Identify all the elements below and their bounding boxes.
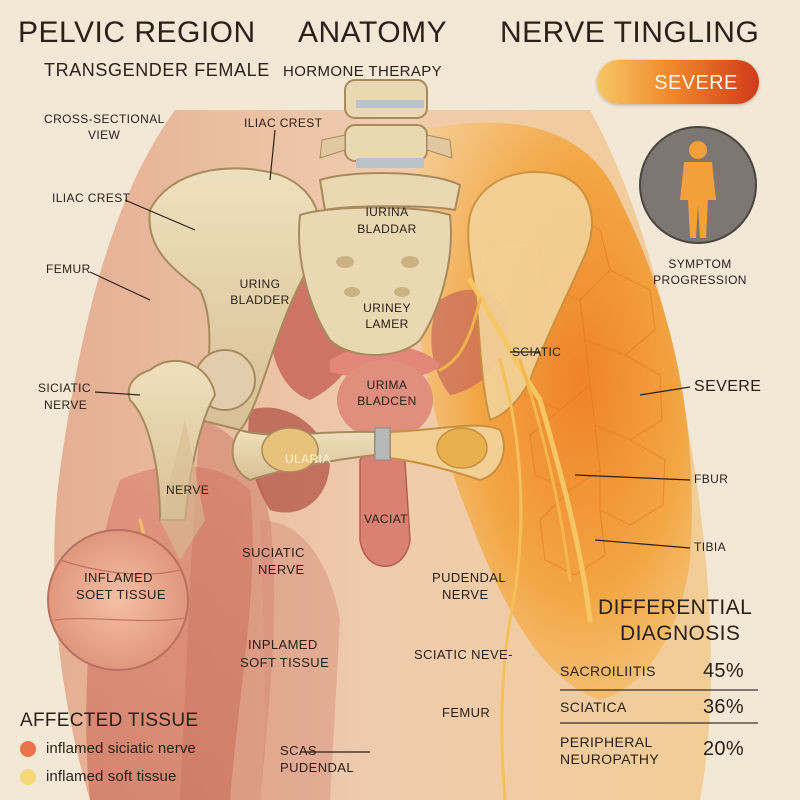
label-scas-pudendal: PUDENDAL	[280, 760, 354, 775]
label-bladcen: BLADCEN	[357, 394, 417, 408]
label-leader-lines	[89, 129, 691, 753]
label-sciatic-neve: SCIATIC NEVE-	[414, 647, 513, 662]
pelvis-bones	[127, 167, 593, 560]
label-bladdar: BLADDAR	[357, 222, 417, 236]
inflamed-tissue-inset	[47, 529, 189, 671]
label-inplamed-tissue: SOFT TISSUE	[240, 655, 330, 670]
label-ularia: ULARIA	[285, 452, 331, 466]
severity-badge	[597, 60, 759, 104]
label-pudendal-nerve: NERVE	[442, 587, 489, 602]
human-figure-icon	[680, 141, 716, 238]
label-inflamed-inset: INFLAMED	[84, 570, 153, 585]
label-inplamed: INPLAMED	[248, 637, 318, 652]
label-urima: URIMA	[366, 378, 408, 392]
label-nerve-left: NERVE	[44, 398, 88, 412]
dd-item-value: 45%	[703, 660, 744, 682]
subtitle-hormone-therapy: HORMONE THERAPY	[283, 63, 443, 80]
label-fbur: FBUR	[694, 472, 729, 486]
severity-badge-label: SEVERE	[654, 72, 738, 94]
lumbar-spine	[318, 79, 462, 212]
label-siciatic: SICIATIC	[38, 381, 91, 395]
differential-title-1: DIFFERENTIAL	[598, 596, 753, 619]
legend-label-soft-tissue: inflamed soft tissue	[46, 768, 177, 785]
label-iliac-crest-left: ILIAC CREST	[52, 191, 131, 205]
title-pelvic-region: PELVIC REGION	[18, 16, 256, 49]
label-sciatic-right: SCIATIC	[512, 345, 562, 359]
label-view: VIEW	[88, 128, 121, 142]
symptom-progression-label-2: PROGRESSION	[653, 273, 747, 287]
differential-title-2: DIAGNOSIS	[620, 622, 741, 645]
title-anatomy: ANATOMY	[298, 16, 448, 49]
label-scas: SCAS	[280, 743, 318, 758]
legend-swatch-soft-tissue	[20, 769, 36, 785]
label-bladder: BLADDER	[230, 293, 290, 307]
subtitle-transgender-female: TRANSGENDER FEMALE	[44, 60, 270, 80]
label-severe-right: SEVERE	[694, 378, 762, 395]
label-pudendal: PUDENDAL	[432, 570, 506, 585]
dd-item-value: 20%	[703, 738, 744, 760]
label-iurina: IURINA	[365, 205, 409, 219]
label-tibia: TIBIA	[694, 540, 727, 554]
dd-item-name: SACROILIITIS	[560, 663, 656, 679]
dd-item-name: SCIATICA	[560, 699, 627, 715]
legend-swatch-sciatic-nerve	[20, 741, 36, 757]
label-soet-tissue: SOET TISSUE	[76, 587, 166, 602]
label-cross-sectional: CROSS-SECTIONAL	[44, 112, 165, 126]
dd-item-value: 36%	[703, 696, 744, 718]
label-uriney: URINEY	[363, 301, 411, 315]
label-suciatic-nerve: NERVE	[258, 562, 305, 577]
label-femur-bottom: FEMUR	[442, 705, 491, 720]
dd-item-name: NEUROPATHY	[560, 751, 660, 767]
label-vaciat: VACIAT	[364, 512, 408, 526]
label-suciatic: SUCIATIC	[242, 545, 305, 560]
legend-label-sciatic-nerve: inflamed siciatic nerve	[46, 740, 196, 757]
dd-item-name: PERIPHERAL	[560, 734, 653, 750]
label-urinig: URING	[239, 277, 281, 291]
label-nerve: NERVE	[166, 483, 210, 497]
legend-title: AFFECTED TISSUE	[20, 710, 199, 731]
symptom-progression-circle	[639, 126, 757, 244]
label-femur-left: FEMUR	[46, 262, 91, 276]
title-nerve-tingling: NERVE TINGLING	[500, 16, 760, 49]
differential-dividers	[560, 689, 758, 724]
label-iliac-crest-top: ILIAC CREST	[244, 116, 323, 130]
label-lamer: LAMER	[365, 317, 409, 331]
symptom-progression-label-1: SYMPTOM	[668, 257, 732, 271]
